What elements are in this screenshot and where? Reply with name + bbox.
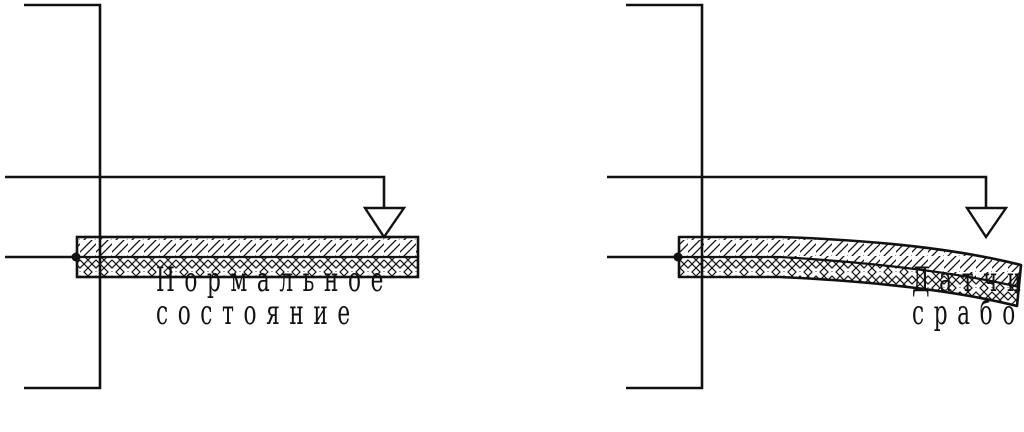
- contact-triangle: [362, 206, 407, 240]
- caption-line-1: Датчик: [912, 260, 1024, 299]
- pivot-dot: [71, 252, 81, 262]
- pivot-dot: [673, 252, 683, 262]
- caption-line-1: Нормальное: [156, 260, 393, 299]
- panel-normal: Нормальное состояние: [5, 3, 420, 390]
- contact-triangle: [964, 206, 1009, 240]
- frame-bracket: [626, 3, 704, 390]
- upper-contact-wire: [607, 175, 988, 208]
- frame-bracket: [24, 3, 102, 390]
- panel-triggered: Датчик сработал: [607, 3, 1024, 390]
- caption-line-2: состояние: [156, 293, 360, 332]
- upper-contact-wire: [5, 175, 386, 208]
- bimetal-strip-bent: [677, 235, 1023, 308]
- caption-line-2: сработал: [912, 293, 1024, 332]
